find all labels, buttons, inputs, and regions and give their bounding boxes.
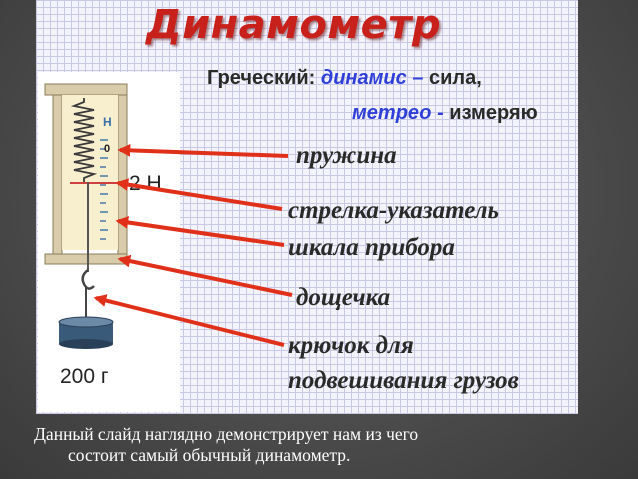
weight-label: 200 г	[60, 365, 109, 388]
caption: Данный слайд наглядно демонстрирует нам …	[34, 424, 594, 466]
label-hook-1: крючок для	[288, 332, 414, 359]
etymology-word-metreo: метрео	[352, 102, 432, 124]
bottom-bar	[44, 253, 128, 265]
etymology-prefix: Греческий:	[207, 67, 316, 89]
etymology-word-dynamis: динамис	[320, 67, 407, 89]
weight	[58, 316, 114, 349]
caption-line-1: Данный слайд наглядно демонстрирует нам …	[34, 424, 419, 444]
etymology-meaning-force: сила,	[429, 67, 482, 89]
scale	[100, 139, 108, 240]
frame-left	[52, 94, 63, 261]
frame-right	[117, 94, 128, 261]
label-hook-2: подвешивания грузов	[288, 367, 519, 394]
etymology-dash-2: -	[431, 102, 450, 124]
etymology-dash-1: –	[406, 67, 430, 89]
slide-title: Динамометр	[146, 2, 442, 48]
caption-line-2: состоит самый обычный динамометр.	[68, 445, 351, 465]
scale-zero: 0	[104, 143, 110, 155]
arrow-pointer	[115, 178, 283, 211]
label-scale: шкала прибора	[288, 234, 455, 261]
spring	[70, 98, 98, 182]
etymology-meaning-measure: измеряю	[449, 102, 538, 124]
arrow-spring	[117, 143, 289, 158]
arrow-scale	[115, 216, 285, 247]
arrow-board	[117, 254, 293, 297]
label-spring: пружина	[296, 142, 397, 169]
arrow-hook	[93, 294, 285, 347]
scale-unit: Н	[103, 115, 112, 129]
hook	[81, 269, 95, 290]
label-pointer: стрелка-указатель	[288, 197, 499, 224]
etymology-line-2: метрео - измеряю	[352, 101, 538, 125]
top-cap	[44, 83, 128, 96]
label-board: дощечка	[296, 284, 391, 311]
etymology-line-1: Греческий: динамис – сила,	[207, 66, 482, 90]
